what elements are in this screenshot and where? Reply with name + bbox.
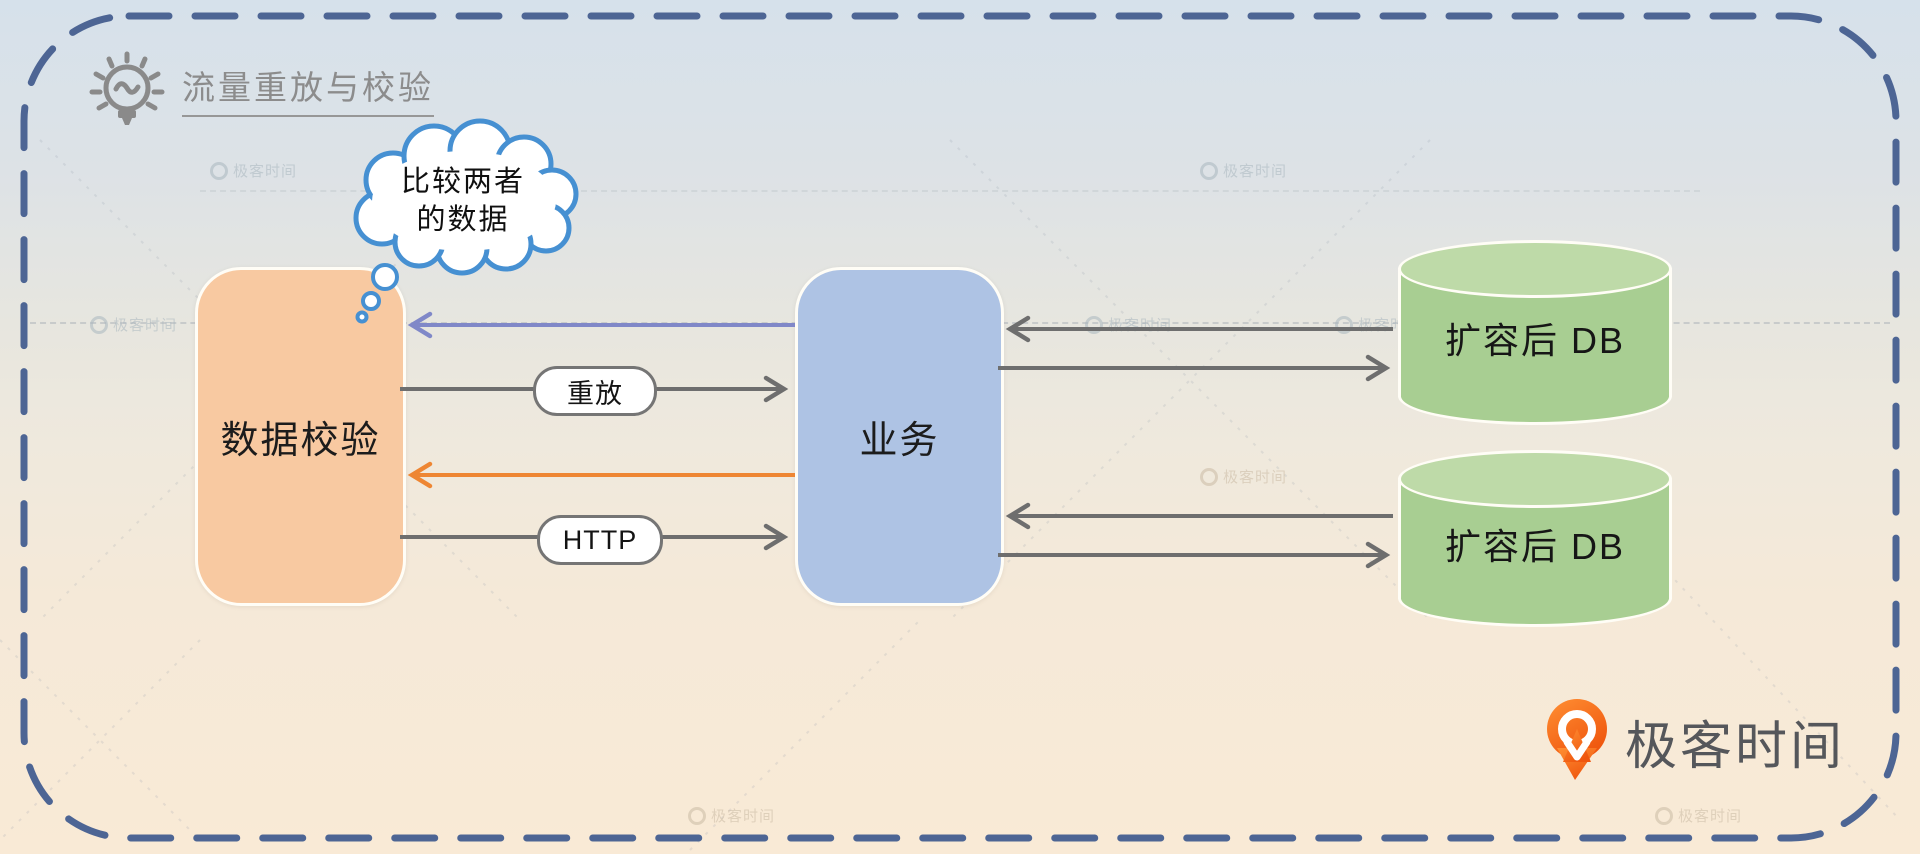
thought-cloud-shape — [353, 118, 579, 276]
watermark: 极客时间 — [688, 805, 775, 826]
geektime-watermark-icon — [688, 806, 706, 825]
watermark: 极客时间 — [1200, 466, 1287, 487]
geektime-watermark-icon — [210, 161, 228, 180]
node-business: 业务 — [795, 267, 1004, 606]
geektime-logo-text: 极客时间 — [1625, 717, 1846, 776]
node-db-bottom: 扩容后 DB — [1398, 450, 1672, 627]
geektime-watermark-icon — [1085, 315, 1103, 334]
geektime-watermark-icon — [1335, 315, 1353, 334]
watermark: 极客时间 — [1200, 160, 1287, 181]
replay-label: 重放 — [567, 378, 623, 409]
node-data-validation: 数据校验 — [195, 267, 406, 606]
node-business-label: 业务 — [859, 420, 940, 462]
cylinder-top — [1398, 450, 1672, 508]
geektime-logo-icon — [1547, 699, 1607, 780]
watermark-text: 极客时间 — [113, 317, 178, 334]
geektime-watermark-icon — [1655, 806, 1673, 825]
page-title: 流量重放与校验 — [182, 61, 434, 117]
replay-label-pill: 重放 — [533, 366, 657, 416]
geektime-watermark-icon — [90, 315, 108, 334]
lightbulb-icon — [89, 51, 165, 125]
thought-cloud — [338, 118, 590, 280]
cylinder-top — [1398, 240, 1672, 298]
thought-cloud-line1: 比较两者 — [400, 166, 525, 198]
geektime-logo: 极客时间 — [1545, 698, 1845, 784]
geektime-watermark-icon — [1200, 467, 1218, 486]
watermark-text: 极客时间 — [1223, 469, 1288, 486]
node-db-top-label: 扩容后 DB — [1444, 319, 1625, 361]
http-label-pill: HTTP — [537, 515, 663, 565]
watermark: 极客时间 — [210, 160, 297, 181]
page-title-row: 流量重放与校验 — [86, 48, 434, 130]
watermark-text: 极客时间 — [1678, 808, 1743, 825]
watermark-text: 极客时间 — [233, 163, 298, 180]
node-db-top: 扩容后 DB — [1398, 240, 1672, 425]
watermark-text: 极客时间 — [1223, 163, 1288, 180]
http-label: HTTP — [562, 524, 638, 555]
dotted-guide-line — [200, 190, 1700, 192]
thought-cloud-line2: 的数据 — [416, 204, 510, 236]
thought-cloud-text: 比较两者 的数据 — [338, 163, 588, 239]
watermark: 极客时间 — [90, 314, 177, 335]
watermark: 极客时间 — [1655, 805, 1742, 826]
node-data-validation-label: 数据校验 — [220, 420, 381, 462]
node-db-bottom-label: 扩容后 DB — [1444, 525, 1625, 567]
geektime-watermark-icon — [1200, 161, 1218, 180]
watermark-text: 极客时间 — [711, 808, 776, 825]
